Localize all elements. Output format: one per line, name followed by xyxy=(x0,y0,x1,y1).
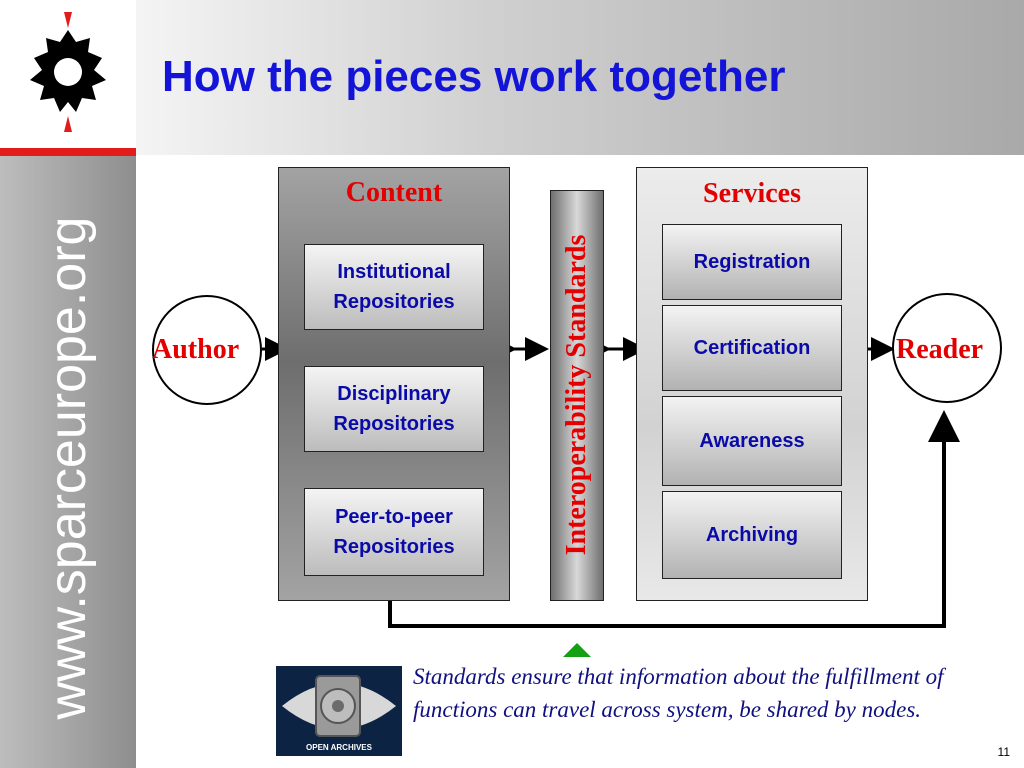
open-archives-eye-icon xyxy=(282,675,396,737)
header-divider xyxy=(0,148,136,156)
content-item-label: Institutional Repositories xyxy=(333,261,455,313)
header-band xyxy=(0,0,1024,155)
reader-circle xyxy=(892,293,1002,403)
reader-label: Reader xyxy=(896,334,984,365)
service-item-label: Registration xyxy=(693,251,811,273)
caption-text: Standards ensure that information about … xyxy=(413,664,944,722)
certification-box: Certification xyxy=(662,305,842,391)
open-archives-text: OPEN ARCHIVES xyxy=(306,743,372,752)
sidebar xyxy=(0,156,136,768)
institutional-repositories-box: Institutional Repositories xyxy=(304,244,484,330)
awareness-box: Awareness xyxy=(662,396,842,486)
author-circle xyxy=(152,295,262,405)
archiving-box: Archiving xyxy=(662,491,842,579)
service-item-label: Certification xyxy=(693,337,811,359)
service-item-label: Awareness xyxy=(699,430,805,452)
content-item-label: Peer-to-peer Repositories xyxy=(333,506,455,558)
content-heading: Content xyxy=(345,177,443,208)
disciplinary-repositories-box: Disciplinary Repositories xyxy=(304,366,484,452)
service-item-label: Archiving xyxy=(705,524,799,546)
feedback-loop-line xyxy=(388,410,960,628)
page-number: 11 xyxy=(997,745,1010,759)
sparc-logo xyxy=(0,0,136,148)
author-label: Author xyxy=(152,334,240,365)
up-triangle-icon xyxy=(563,643,591,657)
open-archives-logo: OPEN ARCHIVES xyxy=(276,666,402,756)
peer-to-peer-repositories-box: Peer-to-peer Repositories xyxy=(304,488,484,576)
starburst-logo-icon xyxy=(30,12,106,132)
page-title: How the pieces work together xyxy=(162,52,786,101)
content-item-label: Disciplinary Repositories xyxy=(333,383,455,435)
registration-box: Registration xyxy=(662,224,842,300)
interoperability-label: Interoperability Standards xyxy=(561,234,592,556)
services-heading: Services xyxy=(703,178,801,209)
interoperability-bar xyxy=(550,190,604,601)
